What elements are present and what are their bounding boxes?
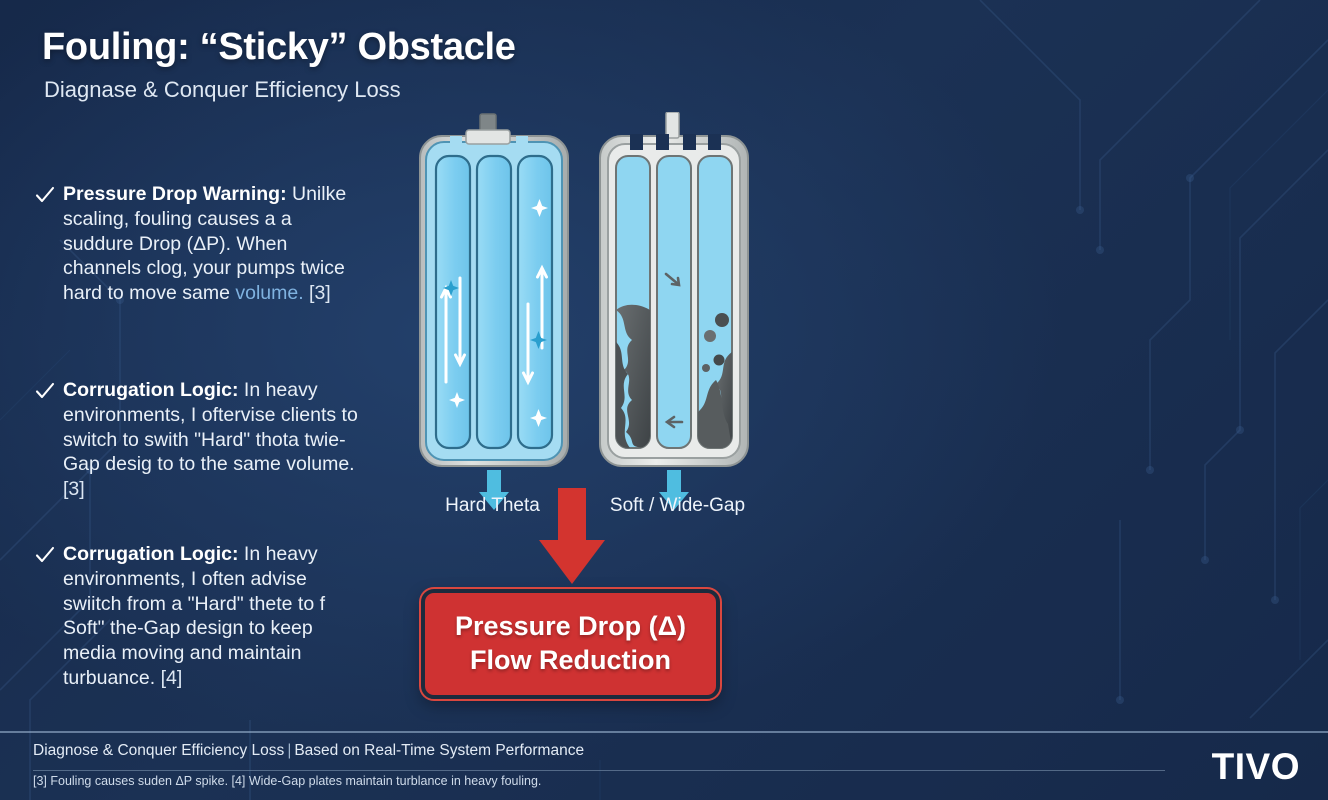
restricted-flow-arrow xyxy=(664,272,684,429)
bullet-lead-3: Corrugation Logic: xyxy=(63,542,239,565)
fouling-deposit xyxy=(698,313,732,448)
fouling-deposit xyxy=(616,304,650,448)
bullet-accent-1: volume. xyxy=(235,282,304,305)
heat-exchanger-diagram xyxy=(408,112,778,532)
check-icon xyxy=(34,544,56,566)
check-icon xyxy=(34,184,56,206)
bullet-body-1: Unilke scaling, fouling causes a a suddu… xyxy=(63,183,347,305)
bullet-text-3: Corrugation Logic: In heavy environments… xyxy=(63,542,364,691)
bullet-body-2: In heavy environments, I oftervise clien… xyxy=(63,378,358,476)
bullet-ref-2: [3] xyxy=(63,478,85,501)
bullet-item-1: Pressure Drop Warning: Unilke scaling, f… xyxy=(34,182,364,306)
footnotes: [3] Fouling causes suden ΔP spike. [4] W… xyxy=(33,774,542,788)
slide-header: Fouling: “Sticky” Obstacle Diagnase & Co… xyxy=(42,26,516,103)
bullet-list: Pressure Drop Warning: Unilke scaling, f… xyxy=(34,182,364,691)
footer-separator: | xyxy=(287,742,292,759)
callout-line-1: Pressure Drop (Δ) xyxy=(455,611,686,642)
clean-plate-group xyxy=(419,113,569,510)
bullet-ref-1: [3] xyxy=(303,282,331,305)
bullet-ref-3: [4] xyxy=(155,666,183,689)
callout-line-2: Flow Reduction xyxy=(470,645,671,675)
bullet-item-3: Corrugation Logic: In heavy environments… xyxy=(34,542,364,691)
down-arrow-icon xyxy=(533,488,611,593)
check-icon xyxy=(34,380,56,402)
footer-caption-left: Diagnose & Conquer Efficiency Loss xyxy=(33,742,285,759)
sparkle-icon xyxy=(443,199,548,427)
pressure-drop-callout: Pressure Drop (Δ) Flow Reduction xyxy=(421,589,720,699)
footer-divider-mid xyxy=(33,770,1165,771)
plate-label-right: Soft / Wide-Gap xyxy=(609,495,746,516)
footer-caption: Diagnose & Conquer Efficiency Loss|Based… xyxy=(33,742,584,760)
footer-divider-top xyxy=(0,731,1328,733)
bullet-text-2: Corrugation Logic: In heavy environments… xyxy=(63,378,364,502)
bullet-text-1: Pressure Drop Warning: Unilke scaling, f… xyxy=(63,182,364,306)
outflow-arrow-right xyxy=(659,470,689,510)
page-subtitle: Diagnase & Conquer Efficiency Loss xyxy=(44,76,401,102)
plate-label-left: Hard Theta xyxy=(445,495,540,516)
bullet-lead-2: Corrugation Logic: xyxy=(63,378,239,401)
page-title: Fouling: “Sticky” Obstacle xyxy=(42,26,516,68)
brand-logo: TIVO xyxy=(1211,746,1300,787)
footer-caption-right: Based on Real-Time System Performance xyxy=(294,742,585,759)
outflow-arrow-left xyxy=(479,470,509,510)
fouled-plate-group xyxy=(599,112,749,510)
bullet-item-2: Corrugation Logic: In heavy environments… xyxy=(34,378,364,502)
bullet-lead-1: Pressure Drop Warning: xyxy=(63,183,287,205)
bullet-body-3: In heavy environments, I often advise sw… xyxy=(63,542,326,689)
